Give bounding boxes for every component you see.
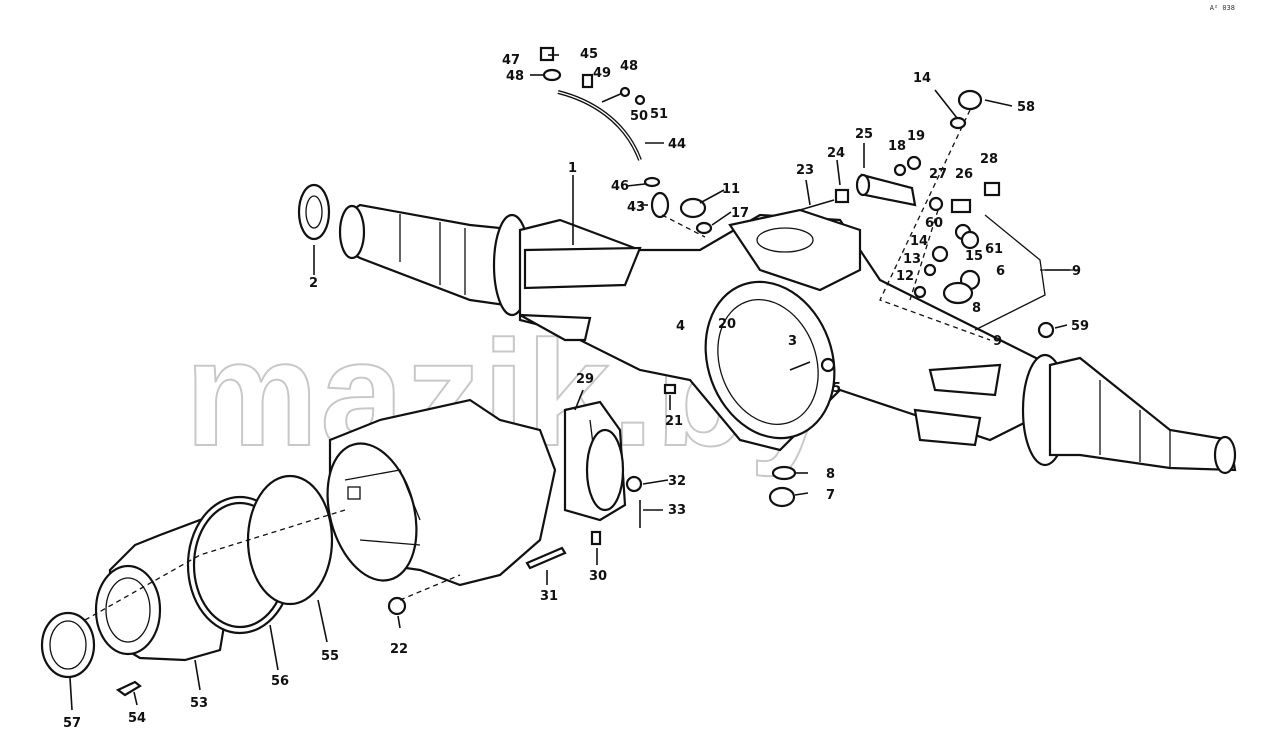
callout-24: 24 (827, 146, 845, 161)
o-ring (246, 474, 334, 606)
callout-60: 60 (925, 216, 943, 231)
callout-53: 53 (190, 696, 208, 711)
callout-22: 22 (390, 642, 408, 657)
callout-9b: 9 (993, 334, 1002, 349)
callout-61: 61 (985, 242, 1003, 257)
callout-7: 7 (826, 488, 835, 503)
callout-20: 20 (718, 317, 736, 332)
callout-21: 21 (665, 414, 683, 429)
callout-6: 6 (996, 264, 1005, 279)
assembly-lines (84, 109, 991, 621)
callout-12: 12 (896, 269, 914, 284)
callout-17: 17 (731, 206, 749, 221)
callout-8b: 8 (972, 301, 981, 316)
callout-28: 28 (980, 152, 998, 167)
callout-45: 45 (580, 47, 598, 62)
callout-49: 49 (593, 66, 611, 81)
callout-55: 55 (321, 649, 339, 664)
callout-26: 26 (955, 167, 973, 182)
callout-59: 59 (1071, 319, 1089, 334)
callout-27: 27 (929, 167, 947, 182)
callout-2: 2 (309, 276, 318, 291)
callout-30: 30 (589, 569, 607, 584)
differential-carrier (563, 400, 627, 522)
callout-46: 46 (611, 179, 629, 194)
callout-18: 18 (888, 139, 906, 154)
callout-3: 3 (788, 334, 797, 349)
callout-48b: 48 (620, 59, 638, 74)
callout-56: 56 (271, 674, 289, 689)
callout-9a: 9 (1072, 264, 1081, 279)
callout-1: 1 (568, 161, 577, 176)
axle-housing (338, 203, 1237, 475)
callout-23: 23 (796, 163, 814, 178)
callout-8a: 8 (826, 467, 835, 482)
callout-14b: 14 (910, 234, 928, 249)
callout-50: 50 (630, 109, 648, 124)
callout-13: 13 (903, 252, 921, 267)
callout-25: 25 (855, 127, 873, 142)
differential-housing (326, 398, 557, 587)
callout-31: 31 (540, 589, 558, 604)
callout-labels: 1 2 3 4 5 6 7 8 8 9 9 11 12 13 14 14 15 … (63, 47, 1089, 731)
callout-19: 19 (907, 129, 925, 144)
callout-5: 5 (832, 381, 841, 396)
callout-32: 32 (668, 474, 686, 489)
callout-29: 29 (576, 372, 594, 387)
spindle-nut (297, 183, 331, 241)
callout-4: 4 (676, 319, 685, 334)
callout-15: 15 (965, 249, 983, 264)
drawing-code: A² 038 (1209, 4, 1235, 12)
small-parts (115, 46, 1080, 697)
callout-43: 43 (627, 200, 645, 215)
callout-33: 33 (668, 503, 686, 518)
callout-54: 54 (128, 711, 146, 726)
callout-14a: 14 (913, 71, 931, 86)
end-cap (40, 611, 96, 679)
callout-47: 47 (502, 53, 520, 68)
callout-57: 57 (63, 716, 81, 731)
callout-48a: 48 (506, 69, 524, 84)
callout-58: 58 (1017, 100, 1035, 115)
callout-51: 51 (650, 107, 668, 122)
leader-lines (69, 54, 1070, 711)
callout-11: 11 (722, 182, 740, 197)
callout-44: 44 (668, 137, 686, 152)
